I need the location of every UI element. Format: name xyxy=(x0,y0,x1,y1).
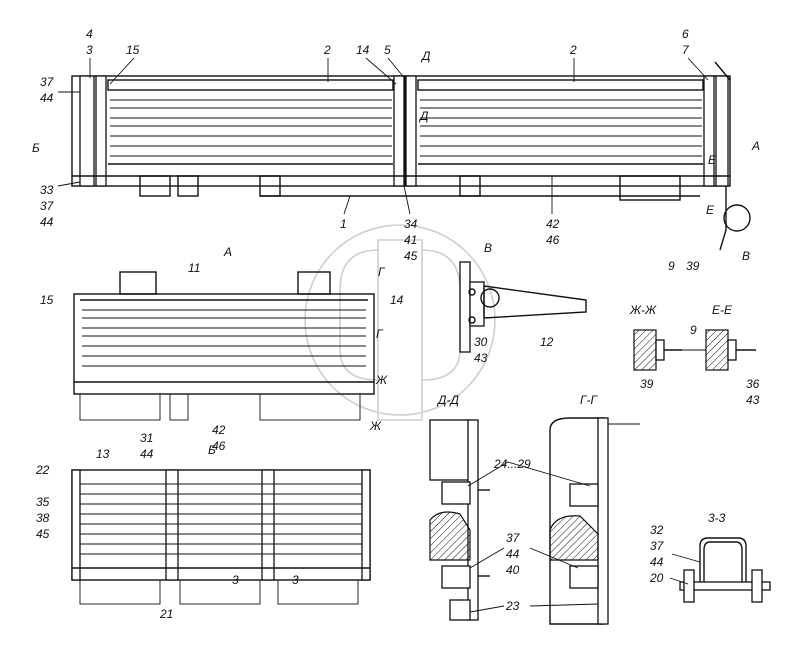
label-g: Г xyxy=(378,265,386,279)
label-d: Д xyxy=(418,109,429,123)
label-6: 6 xyxy=(682,27,689,41)
label-5: 5 xyxy=(384,43,391,57)
label-e: Е xyxy=(706,203,715,217)
label-37: 37 xyxy=(650,539,665,553)
label-31: 31 xyxy=(140,431,153,445)
view-v-hinge-detail xyxy=(459,261,587,353)
side-view-platform xyxy=(71,61,751,251)
label-20: 20 xyxy=(649,571,664,585)
label-44: 44 xyxy=(650,555,664,569)
label-37: 37 xyxy=(506,531,521,545)
label-45: 45 xyxy=(404,249,418,263)
label-36: 36 xyxy=(746,377,760,391)
label-d: Д xyxy=(420,49,431,63)
label-4: 4 xyxy=(86,27,93,41)
label-23: 23 xyxy=(505,599,520,613)
label-a-arrow: А xyxy=(751,139,760,153)
label-22: 22 xyxy=(35,463,50,477)
label-9: 9 xyxy=(690,323,697,337)
label-2: 2 xyxy=(569,43,577,57)
label-9: 9 xyxy=(668,259,675,273)
label-33: 33 xyxy=(40,183,54,197)
label-14: 14 xyxy=(356,43,370,57)
label-3: 3 xyxy=(86,43,93,57)
label-30: 30 xyxy=(474,335,488,349)
section-g-g xyxy=(549,417,640,625)
label-24-29: 24...29 xyxy=(493,457,531,471)
view-a-front-board xyxy=(73,271,375,421)
label-45: 45 xyxy=(36,527,50,541)
label-e-e: Е-Е xyxy=(712,303,733,317)
label-46: 46 xyxy=(546,233,560,247)
label-zh: Ж xyxy=(375,373,388,387)
label-43: 43 xyxy=(746,393,760,407)
label-38: 38 xyxy=(36,511,50,525)
label-21: 21 xyxy=(159,607,173,621)
label-44: 44 xyxy=(40,215,54,229)
label-v: В xyxy=(742,249,750,263)
label-15: 15 xyxy=(40,293,54,307)
label-44: 44 xyxy=(140,447,154,461)
label-z-z: 3-3 xyxy=(708,511,726,525)
label-34: 34 xyxy=(404,217,418,231)
view-a-ribs xyxy=(79,393,361,421)
label-zh-zh: Ж-Ж xyxy=(629,303,657,317)
leader-lines xyxy=(57,57,709,613)
section-d-d xyxy=(429,419,490,621)
callout-labels: 4 3 15 2 14 5 Д 2 6 7 37 44 Д Б А Е 33 3… xyxy=(32,27,760,621)
label-2: 2 xyxy=(323,43,331,57)
label-46: 46 xyxy=(212,439,226,453)
label-44: 44 xyxy=(506,547,520,561)
label-13: 13 xyxy=(96,447,110,461)
label-12: 12 xyxy=(540,335,554,349)
label-42: 42 xyxy=(546,217,560,231)
label-15: 15 xyxy=(126,43,140,57)
label-39: 39 xyxy=(640,377,654,391)
label-40: 40 xyxy=(506,563,520,577)
label-z: 3 xyxy=(292,573,299,587)
label-42: 42 xyxy=(212,423,226,437)
section-e-e xyxy=(680,329,756,371)
label-d-d: Д-Д xyxy=(436,393,459,407)
section-zh-zh xyxy=(633,329,682,371)
label-37: 37 xyxy=(40,75,55,89)
label-1: 1 xyxy=(340,217,347,231)
label-g: Г xyxy=(376,327,384,341)
label-z: 3 xyxy=(232,573,239,587)
label-b-arrow: Б xyxy=(32,141,40,155)
label-37: 37 xyxy=(40,199,55,213)
label-11: 11 xyxy=(188,261,200,275)
label-7: 7 xyxy=(682,43,690,57)
label-35: 35 xyxy=(36,495,50,509)
label-44: 44 xyxy=(40,91,54,105)
view-b-rear-board xyxy=(71,469,371,605)
label-41: 41 xyxy=(404,233,417,247)
side-boards-right xyxy=(417,79,704,165)
label-14: 14 xyxy=(390,293,404,307)
label-43: 43 xyxy=(474,351,488,365)
label-zh: Ж xyxy=(369,419,382,433)
label-a: А xyxy=(223,245,232,259)
label-32: 32 xyxy=(650,523,664,537)
section-z-z xyxy=(679,537,771,603)
label-b: Б xyxy=(208,443,216,457)
label-39: 39 xyxy=(686,259,700,273)
label-v: В xyxy=(484,241,492,255)
side-boards-left xyxy=(107,79,394,165)
label-e: Е xyxy=(708,153,717,167)
label-g-g: Г-Г xyxy=(580,393,599,407)
